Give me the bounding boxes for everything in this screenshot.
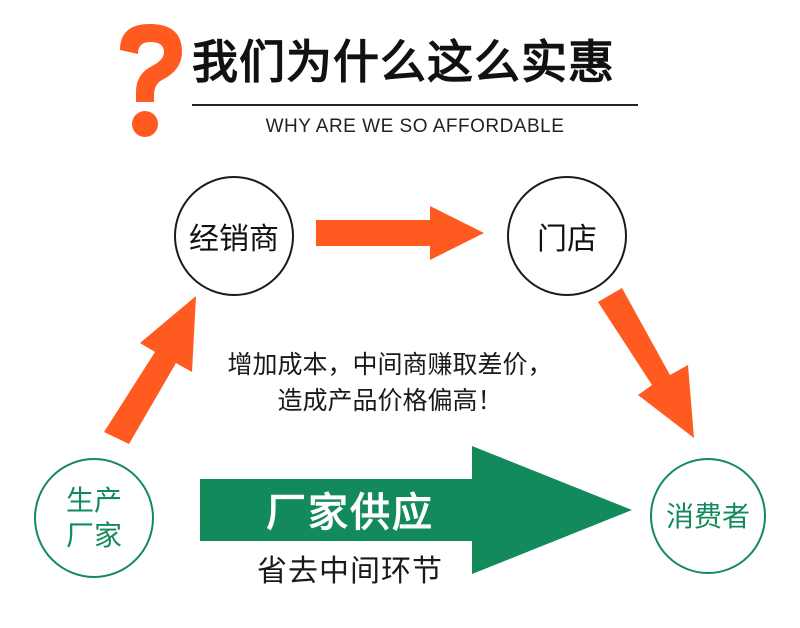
middleman-note: 增加成本，中间商赚取差价， 造成产品价格偏高！ [180,347,600,419]
node-store: 门店 [507,176,627,296]
node-producer-label-line1: 生产 [65,484,122,517]
supply-sublabel: 省去中间环节 [257,554,443,589]
node-consumer-label: 消费者 [665,499,750,533]
node-store-label: 门店 [537,222,597,257]
node-consumer: 消费者 [650,458,766,574]
arrow-store-to-consumer [598,288,694,438]
arrow-producer-to-dealer [104,296,196,444]
page-subtitle: WHY ARE WE SO AFFORDABLE [265,116,565,137]
node-dealer: 经销商 [174,176,294,296]
node-producer-label-line2: 厂家 [65,519,122,552]
node-producer: 生产 厂家 [34,458,154,578]
middleman-note-line2: 造成产品价格偏高！ [277,386,503,415]
arrow-dealer-to-store [316,206,484,260]
title-divider [192,104,638,106]
arrow-supply-direct [200,446,632,574]
middleman-note-line1: 增加成本，中间商赚取差价， [227,350,553,379]
question-mark-icon [120,24,182,137]
supply-label: 厂家供应 [266,490,434,536]
node-dealer-label: 经销商 [189,222,279,257]
page-title: 我们为什么这么实惠 [192,35,615,89]
